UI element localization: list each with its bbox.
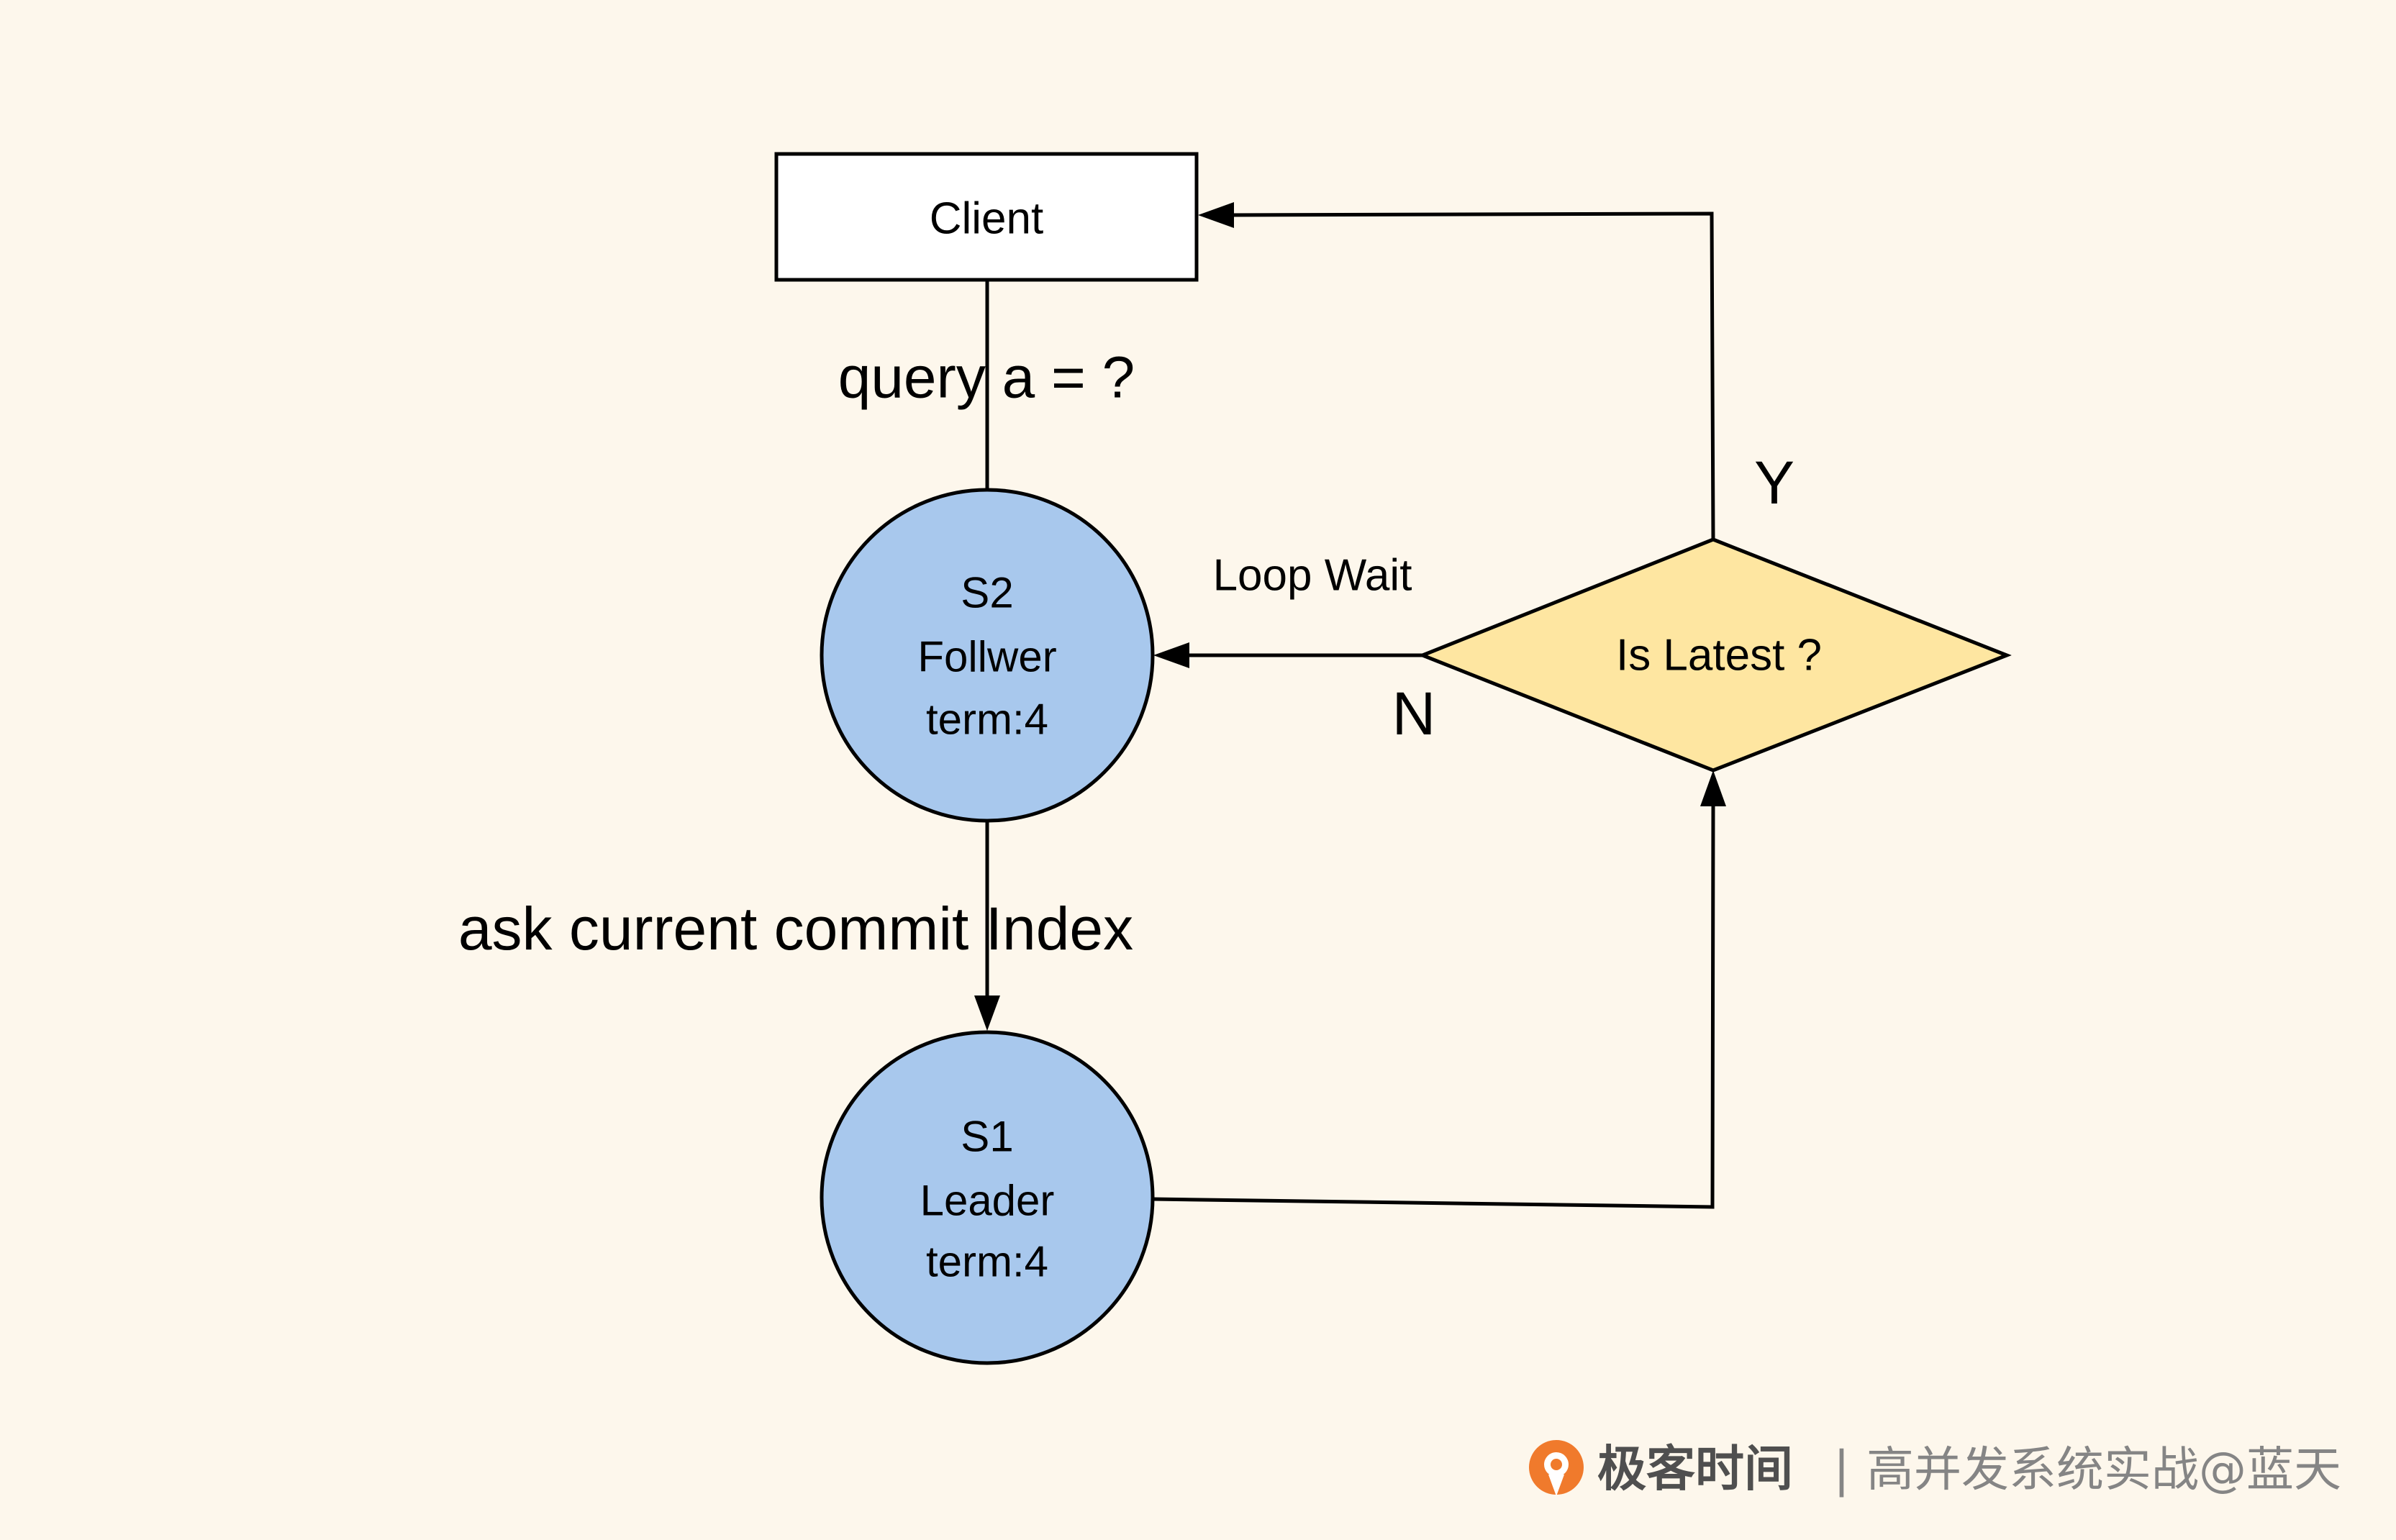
query-label: query a = ? [838,345,1135,411]
is-latest-decision-node: Is Latest ? [1417,537,2012,773]
decision-label: Is Latest ? [1616,631,1822,680]
yes-branch-label: Y [1754,449,1794,516]
watermark-course: 高并发系统实战@蓝天 [1866,1442,2341,1498]
s2-role-label: Follwer [917,633,1056,681]
watermark-brand: 极客时间 [1597,1441,1793,1498]
s1-id-label: S1 [961,1113,1013,1161]
s1-term-label: term:4 [926,1238,1048,1286]
watermark-separator: | [1833,1441,1850,1498]
loop-wait-label: Loop Wait [1213,551,1412,601]
s1-leader-node: S1 Leader term:4 [820,1030,1155,1365]
decision-diamond [1417,537,2012,773]
yes-to-client-arrowhead [1198,202,1234,228]
no-branch-label: N [1392,680,1436,747]
yes-to-client-line [1230,211,1715,540]
client-label: Client [930,194,1044,244]
ask-commit-index-label: ask current commit Index [458,895,1133,962]
s2-follower-node: S2 Follwer term:4 [820,488,1155,823]
watermark: 极客时间 | 高并发系统实战@蓝天 [1529,1440,2341,1498]
loop-wait-arrowhead [1153,642,1189,668]
s2-id-label: S2 [961,569,1013,617]
client-box [774,152,1199,282]
s2-to-s1-arrowhead [974,995,1000,1031]
s1-role-label: Leader [920,1177,1055,1225]
geektime-logo-icon [1529,1440,1584,1496]
s1-to-decision-line [1152,805,1715,1209]
s1-to-decision-arrowhead [1700,770,1726,806]
client-node: Client [774,152,1199,282]
s2-term-label: term:4 [926,696,1048,744]
s1-circle [820,1030,1155,1365]
